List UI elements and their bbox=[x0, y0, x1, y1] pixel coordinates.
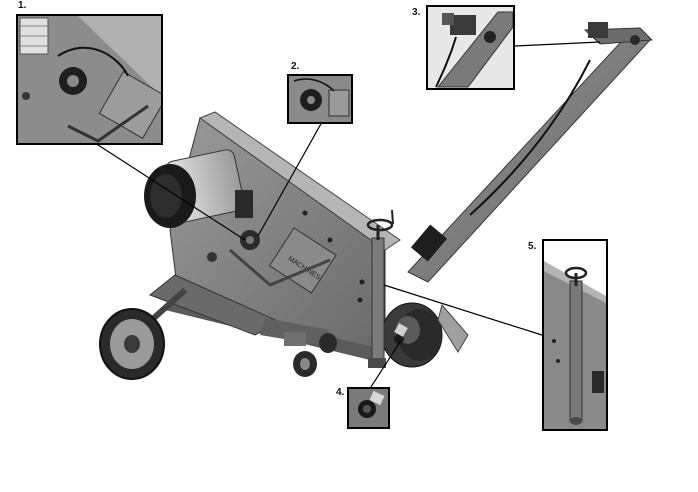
leader-line-3 bbox=[514, 41, 601, 47]
rear-wheel bbox=[99, 308, 165, 380]
callout-number-1: 1. bbox=[18, 0, 27, 11]
detail-box-2 bbox=[287, 74, 353, 124]
detail-2-image bbox=[289, 76, 351, 122]
leader-line-5 bbox=[383, 284, 546, 337]
handle-switch-icon bbox=[588, 22, 608, 38]
detail-3-image bbox=[428, 7, 513, 88]
detail-box-5 bbox=[542, 239, 608, 431]
cable-box-icon bbox=[410, 224, 448, 262]
detail-box-3 bbox=[426, 5, 515, 90]
leader-lines bbox=[94, 41, 601, 391]
leader-line-4 bbox=[368, 341, 401, 391]
blade-guard bbox=[381, 302, 469, 368]
brand-plate: MACHINES bbox=[268, 227, 337, 294]
support-frame bbox=[132, 252, 330, 345]
leader-line-1 bbox=[94, 142, 246, 241]
push-handle bbox=[407, 22, 654, 283]
callout-number-5: 5. bbox=[528, 241, 537, 252]
depth-column bbox=[366, 209, 394, 368]
handwheel-icon bbox=[366, 218, 394, 232]
detail-1-image bbox=[18, 16, 161, 143]
cable bbox=[469, 59, 591, 216]
detail-4-image bbox=[349, 389, 388, 427]
motor bbox=[144, 149, 253, 228]
caster-wheel bbox=[284, 332, 337, 377]
callout-number-4: 4. bbox=[336, 387, 345, 398]
column-icon bbox=[569, 280, 583, 422]
leader-line-2 bbox=[257, 121, 323, 237]
detail-box-4 bbox=[347, 387, 390, 429]
switch-icon bbox=[450, 15, 476, 35]
detail-box-1 bbox=[16, 14, 163, 145]
callout-number-3: 3. bbox=[412, 7, 421, 18]
detail-5-image bbox=[544, 241, 606, 429]
callout-number-2: 2. bbox=[291, 61, 300, 72]
